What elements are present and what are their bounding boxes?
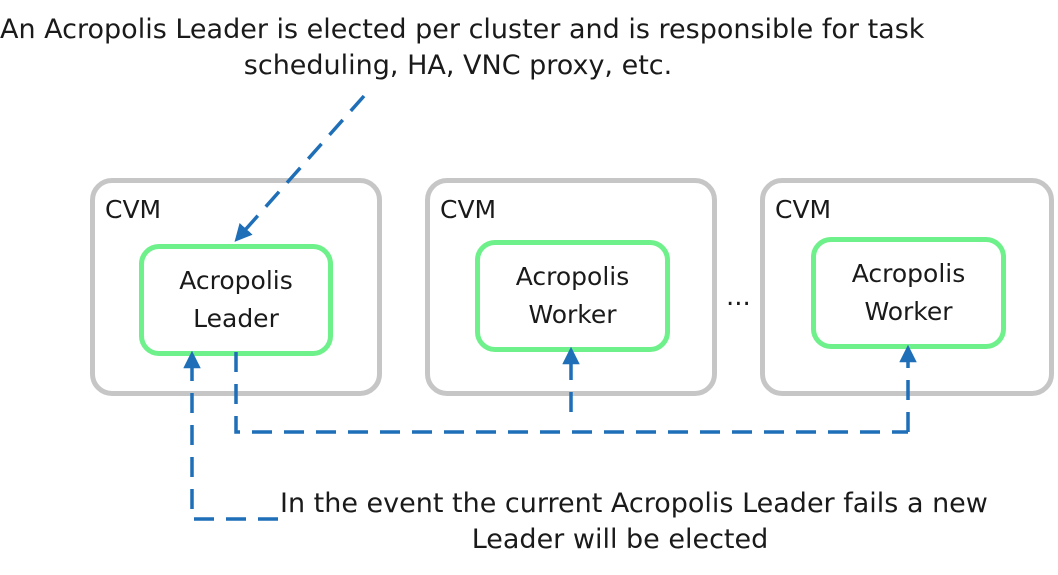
node-label-line1: Acropolis bbox=[851, 259, 966, 288]
failover-up-arrow bbox=[183, 350, 278, 521]
node-label-line1: Acropolis bbox=[515, 262, 630, 291]
node-label-line1: Acropolis bbox=[179, 266, 293, 295]
leader-election-caption: An Acropolis Leader is elected per clust… bbox=[0, 12, 925, 84]
leader-to-workers-line bbox=[234, 352, 908, 434]
node-label-line2: Worker bbox=[528, 300, 617, 329]
acropolis-worker-node: Acropolis Worker bbox=[811, 237, 1006, 349]
node-label-line2: Worker bbox=[864, 297, 953, 326]
failover-caption: In the event the current Acropolis Leade… bbox=[280, 486, 988, 558]
failover-caption-line2: Leader will be elected bbox=[471, 524, 769, 555]
leader-election-caption-line1: An Acropolis Leader is elected per clust… bbox=[0, 14, 925, 45]
cvm-label: CVM bbox=[440, 195, 497, 224]
cvm-label: CVM bbox=[105, 195, 162, 224]
failover-caption-line1: In the event the current Acropolis Leade… bbox=[280, 488, 988, 519]
more-cvms-ellipsis: ... bbox=[726, 282, 751, 312]
leader-election-caption-line2: scheduling, HA, VNC proxy, etc. bbox=[243, 50, 673, 81]
caption-pointer-arrow bbox=[234, 94, 366, 242]
node-label-line2: Leader bbox=[193, 304, 279, 333]
cvm-label: CVM bbox=[775, 195, 832, 224]
